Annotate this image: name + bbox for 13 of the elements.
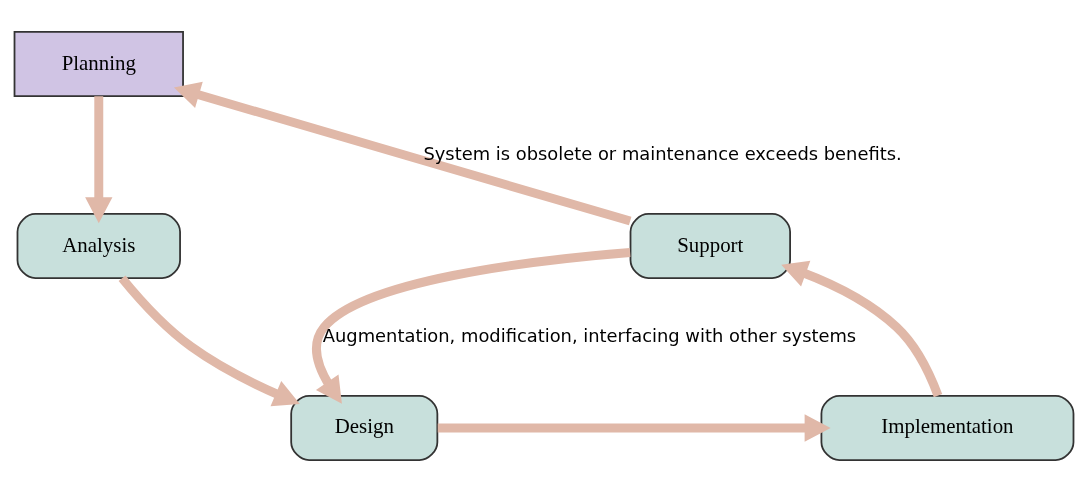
node-box: Support [629,213,791,279]
node-box: Implementation [820,395,1075,461]
arrow [312,248,631,404]
node-box: Design [290,395,439,461]
arrow [85,96,113,224]
node-box: Planning [13,31,184,97]
edge-label: System is obsolete or maintenance exceeds benefits. [423,142,902,164]
node-box: Analysis [16,213,181,279]
edge-label: Augmentation, modification, interfacing with other systems [322,324,857,346]
arrow [173,81,632,226]
arrow [118,275,300,407]
arrow [781,260,943,398]
arrow [437,414,831,442]
